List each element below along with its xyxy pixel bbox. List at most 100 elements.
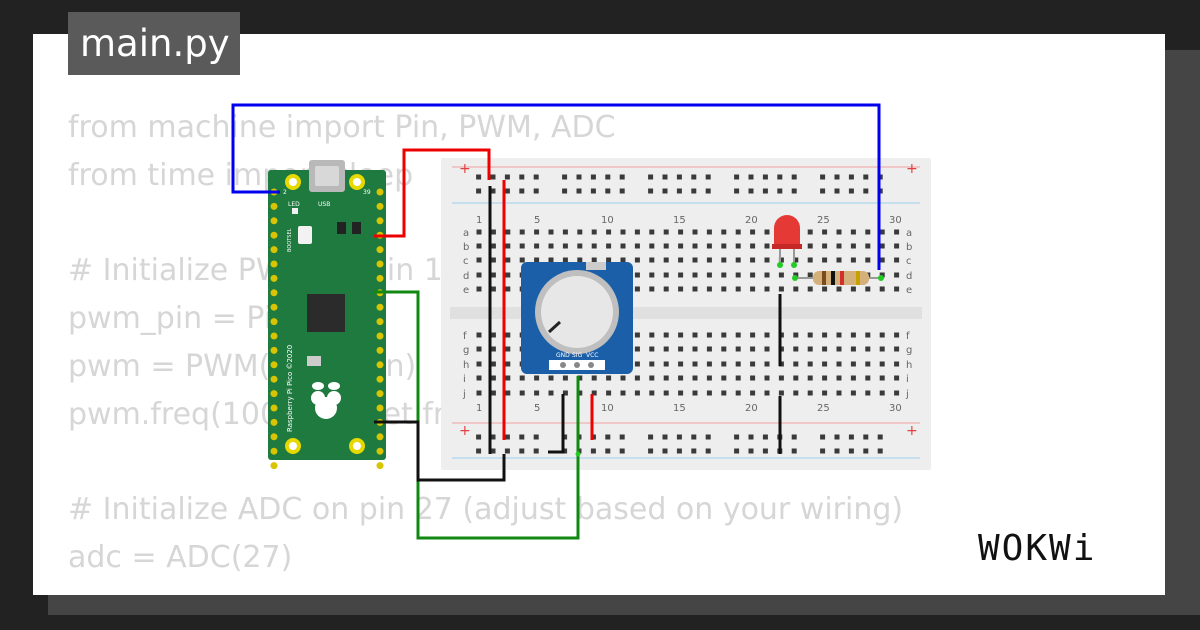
breadboard-hole[interactable]	[836, 332, 842, 338]
breadboard-hole[interactable]	[519, 390, 525, 396]
breadboard-hole[interactable]	[879, 332, 885, 338]
breadboard-hole[interactable]	[691, 174, 697, 180]
breadboard-hole[interactable]	[663, 272, 669, 278]
breadboard-hole[interactable]	[834, 448, 840, 454]
breadboard-hole[interactable]	[662, 434, 668, 440]
breadboard-hole[interactable]	[634, 286, 640, 292]
breadboard-hole[interactable]	[750, 375, 756, 381]
breadboard-hole[interactable]	[820, 188, 826, 194]
breadboard-hole[interactable]	[548, 390, 554, 396]
pico-pin[interactable]	[376, 303, 384, 311]
breadboard-hole[interactable]	[894, 272, 900, 278]
breadboard-hole[interactable]	[534, 229, 540, 235]
breadboard-hole[interactable]	[649, 361, 655, 367]
pico-pin[interactable]	[376, 346, 384, 354]
breadboard-hole[interactable]	[735, 390, 741, 396]
breadboard-hole[interactable]	[692, 243, 698, 249]
breadboard-hole[interactable]	[591, 257, 597, 263]
breadboard-hole[interactable]	[476, 286, 482, 292]
breadboard-hole[interactable]	[504, 174, 510, 180]
breadboard-hole[interactable]	[562, 375, 568, 381]
breadboard-hole[interactable]	[863, 188, 869, 194]
wire-blue[interactable]	[231, 103, 881, 270]
pico-pin[interactable]	[270, 260, 278, 268]
pico-pin[interactable]	[270, 274, 278, 282]
breadboard-hole[interactable]	[894, 390, 900, 396]
breadboard-hole[interactable]	[519, 243, 525, 249]
breadboard-hole[interactable]	[505, 361, 511, 367]
breadboard-hole[interactable]	[879, 346, 885, 352]
pico-pin[interactable]	[270, 462, 278, 470]
breadboard-hole[interactable]	[519, 229, 525, 235]
breadboard-hole[interactable]	[764, 272, 770, 278]
breadboard-hole[interactable]	[793, 361, 799, 367]
breadboard-hole[interactable]	[807, 229, 813, 235]
breadboard-hole[interactable]	[721, 346, 727, 352]
breadboard-hole[interactable]	[648, 188, 654, 194]
pico-pin[interactable]	[376, 202, 384, 210]
breadboard-hole[interactable]	[490, 188, 496, 194]
pico-pin[interactable]	[270, 418, 278, 426]
breadboard-hole[interactable]	[590, 448, 596, 454]
breadboard-hole[interactable]	[490, 390, 496, 396]
breadboard-hole[interactable]	[692, 229, 698, 235]
breadboard-hole[interactable]	[620, 229, 626, 235]
breadboard-hole[interactable]	[894, 257, 900, 263]
breadboard-hole[interactable]	[863, 174, 869, 180]
breadboard-hole[interactable]	[721, 361, 727, 367]
breadboard-hole[interactable]	[706, 332, 712, 338]
breadboard-hole[interactable]	[490, 272, 496, 278]
breadboard-hole[interactable]	[750, 346, 756, 352]
breadboard-hole[interactable]	[735, 361, 741, 367]
pico-pin[interactable]	[270, 361, 278, 369]
breadboard-hole[interactable]	[519, 448, 525, 454]
pico-pin[interactable]	[270, 433, 278, 441]
breadboard-hole[interactable]	[649, 332, 655, 338]
breadboard-hole[interactable]	[577, 243, 583, 249]
breadboard-hole[interactable]	[750, 286, 756, 292]
breadboard-hole[interactable]	[691, 448, 697, 454]
breadboard-hole[interactable]	[605, 434, 611, 440]
breadboard-hole[interactable]	[663, 332, 669, 338]
breadboard-hole[interactable]	[894, 229, 900, 235]
pico-pin[interactable]	[376, 462, 384, 470]
breadboard-hole[interactable]	[793, 286, 799, 292]
breadboard-hole[interactable]	[865, 346, 871, 352]
breadboard-hole[interactable]	[865, 361, 871, 367]
breadboard-hole[interactable]	[807, 286, 813, 292]
breadboard-hole[interactable]	[706, 286, 712, 292]
breadboard-hole[interactable]	[534, 257, 540, 263]
breadboard-hole[interactable]	[591, 390, 597, 396]
pico-pin[interactable]	[376, 404, 384, 412]
pico-pin[interactable]	[376, 390, 384, 398]
breadboard-hole[interactable]	[848, 188, 854, 194]
breadboard-hole[interactable]	[692, 286, 698, 292]
wire-black-pot[interactable]	[548, 394, 565, 454]
breadboard-hole[interactable]	[504, 434, 510, 440]
breadboard-hole[interactable]	[721, 243, 727, 249]
breadboard-hole[interactable]	[591, 375, 597, 381]
breadboard-hole[interactable]	[748, 174, 754, 180]
breadboard-hole[interactable]	[648, 174, 654, 180]
pico-pin[interactable]	[376, 188, 384, 196]
breadboard-hole[interactable]	[705, 174, 711, 180]
breadboard-hole[interactable]	[663, 229, 669, 235]
breadboard-hole[interactable]	[750, 361, 756, 367]
breadboard-hole[interactable]	[848, 434, 854, 440]
pico-pin[interactable]	[270, 390, 278, 398]
breadboard-hole[interactable]	[778, 257, 784, 263]
breadboard-hole[interactable]	[706, 361, 712, 367]
breadboard-hole[interactable]	[764, 286, 770, 292]
potentiometer[interactable]: GND SIG VCC	[521, 262, 633, 374]
breadboard-hole[interactable]	[807, 257, 813, 263]
breadboard-hole[interactable]	[476, 448, 482, 454]
breadboard-hole[interactable]	[750, 390, 756, 396]
breadboard-hole[interactable]	[793, 375, 799, 381]
breadboard-hole[interactable]	[649, 243, 655, 249]
breadboard-hole[interactable]	[791, 174, 797, 180]
breadboard-hole[interactable]	[533, 174, 539, 180]
breadboard-hole[interactable]	[648, 434, 654, 440]
breadboard-hole[interactable]	[836, 257, 842, 263]
breadboard-hole[interactable]	[662, 174, 668, 180]
breadboard-hole[interactable]	[820, 174, 826, 180]
